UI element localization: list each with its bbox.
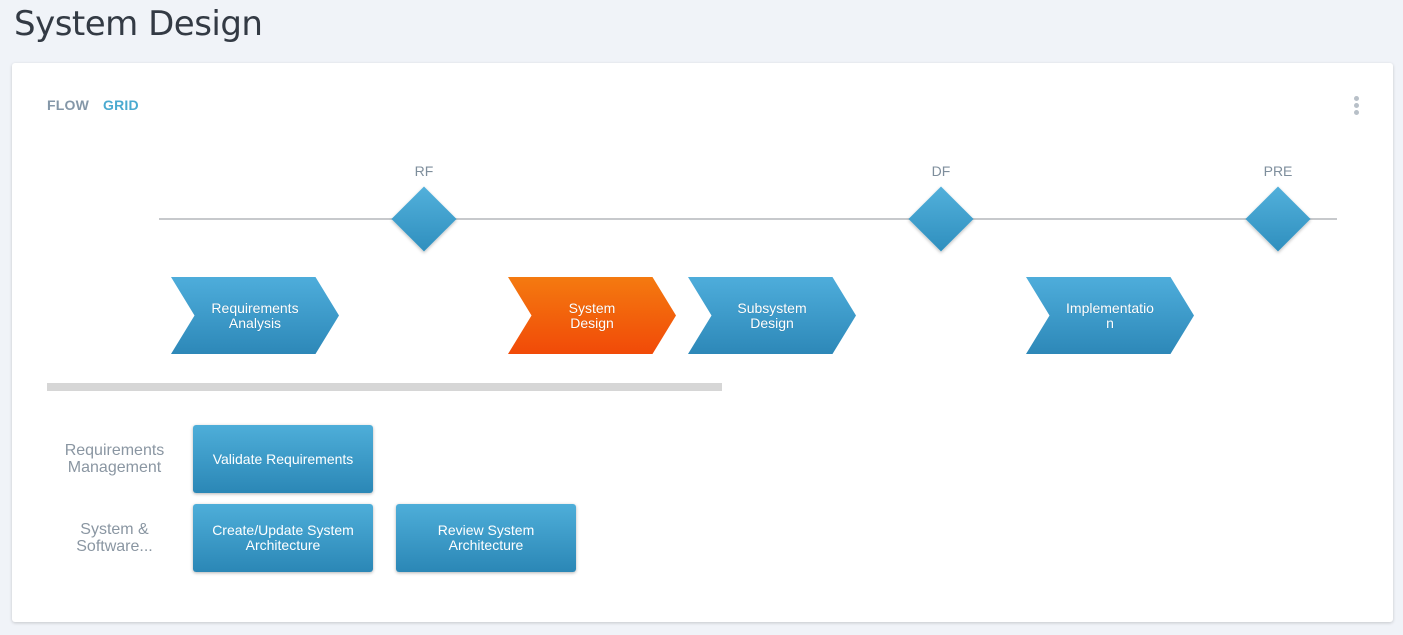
- milestone-label-df: DF: [931, 163, 951, 179]
- row-label-requirements-management: Requirements Management: [64, 442, 165, 476]
- phase-requirements-analysis[interactable]: Requirements Analysis: [171, 277, 339, 354]
- phase-label: System Design: [568, 299, 616, 331]
- phase-implementation[interactable]: Implementation: [1026, 277, 1194, 354]
- tab-flow[interactable]: FLOW: [47, 97, 90, 113]
- task-validate-requirements[interactable]: Validate Requirements: [193, 425, 373, 493]
- horizontal-scrollbar[interactable]: [47, 383, 722, 391]
- milestone-rf[interactable]: [391, 186, 457, 252]
- task-create-update-system-architecture[interactable]: Create/Update System Architecture: [193, 504, 373, 572]
- milestone-label-rf: RF: [414, 163, 434, 179]
- milestone-df[interactable]: [908, 186, 974, 252]
- row-label-system-software: System & Software...: [76, 521, 153, 555]
- phase-subsystem-design[interactable]: Subsystem Design: [688, 277, 856, 354]
- tab-grid[interactable]: GRID: [103, 97, 139, 113]
- phase-label: Implementation: [1066, 299, 1154, 331]
- more-options-icon[interactable]: [1348, 93, 1364, 117]
- task-review-system-architecture[interactable]: Review System Architecture: [396, 504, 576, 572]
- phase-label: Subsystem Design: [737, 299, 807, 331]
- phase-label: Requirements Analysis: [211, 299, 299, 331]
- phase-system-design[interactable]: System Design: [508, 277, 676, 354]
- milestone-label-pre: PRE: [1263, 163, 1293, 179]
- timeline-line: [159, 218, 1337, 220]
- flow-card: FLOW GRID RF DF PRE Requirements Analysi…: [12, 63, 1393, 622]
- page-title: System Design: [14, 4, 263, 44]
- milestone-pre[interactable]: [1245, 186, 1311, 252]
